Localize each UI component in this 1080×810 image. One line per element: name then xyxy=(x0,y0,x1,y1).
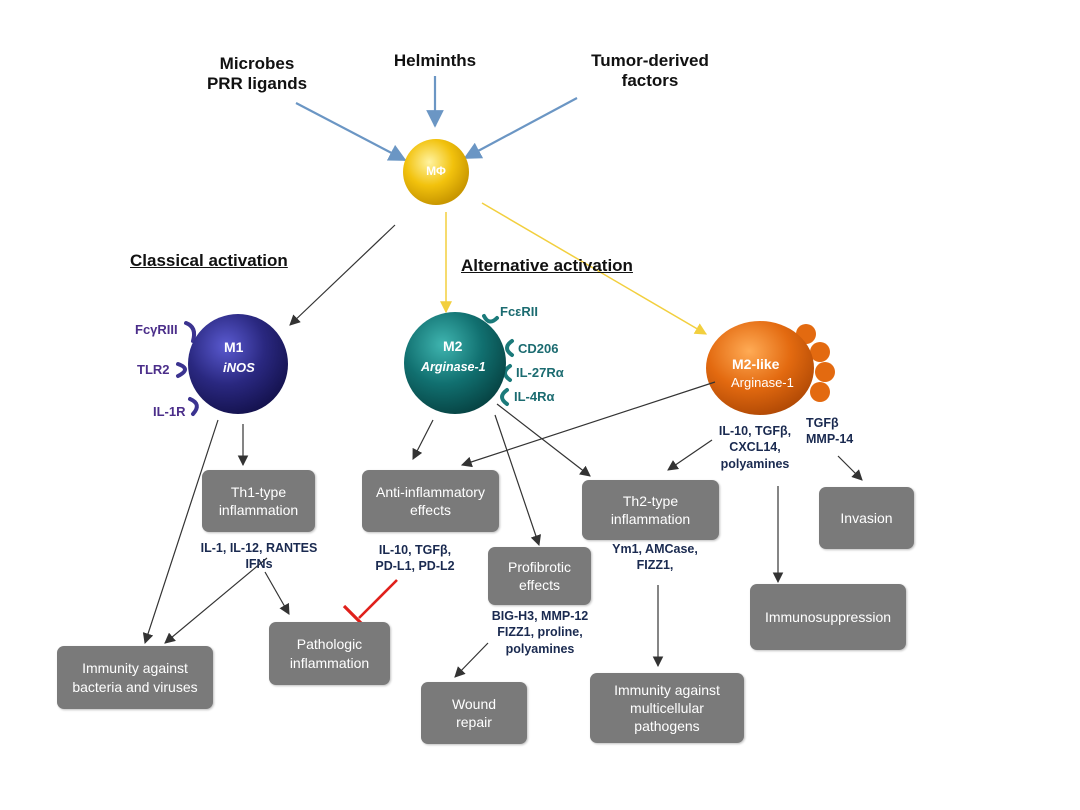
m1-marker: iNOS xyxy=(223,360,255,375)
mediators-th1: IL-1, IL-12, RANTES IFNs xyxy=(200,541,318,572)
box-profibrotic-effects: Profibrotic effects xyxy=(488,547,591,605)
alternative-activation-heading: Alternative activation xyxy=(461,256,633,275)
arrow-mphi-to-m2like xyxy=(481,202,708,335)
box-wound-repair: Wound repair xyxy=(421,682,527,744)
m1-cell xyxy=(188,314,288,414)
arrow-m2-to-th2 xyxy=(496,403,591,477)
m1-receptor-fcgriii: FcγRIII xyxy=(135,322,178,337)
inhibit-line xyxy=(358,579,398,619)
m2-receptor-cd206: CD206 xyxy=(518,341,559,356)
m1-receptor-fcgriii-shape xyxy=(184,321,197,343)
m2-name: M2 xyxy=(443,338,463,354)
m2-receptor-il4ra-shape xyxy=(500,388,509,406)
m2-receptor-fcerii: FcεRII xyxy=(500,304,538,319)
arrow-th1-to-pathologic xyxy=(264,571,290,615)
arrow-m2-to-antiinflam xyxy=(412,419,434,460)
arrow-mphi-to-m1 xyxy=(289,224,396,326)
macrophage-cell xyxy=(403,139,469,205)
m2-receptor-il4ra: IL-4Rα xyxy=(514,389,555,404)
m2-cell xyxy=(404,312,506,414)
arrow-m2like-to-th2 xyxy=(667,439,713,471)
m2-receptor-il27ra-shape xyxy=(503,364,512,382)
mediators-m2like-invasion: TGFβ MMP-14 xyxy=(806,416,854,447)
m1-name: M1 xyxy=(224,339,244,355)
m2-receptor-cd206-shape xyxy=(505,339,514,357)
box-immunity-multicellular-pathogens: Immunity against multicellular pathogens xyxy=(590,673,744,743)
box-pathologic-inflammation: Pathologic inflammation xyxy=(269,622,390,685)
box-immunity-bacteria-viruses: Immunity against bacteria and viruses xyxy=(57,646,213,709)
box-th1-inflammation: Th1-type inflammation xyxy=(202,470,315,532)
m2like-name: M2-like xyxy=(732,356,780,372)
m2-marker: Arginase-1 xyxy=(421,360,486,374)
stimulus-helminths-label: Helminths xyxy=(393,51,477,70)
classical-activation-heading: Classical activation xyxy=(130,251,288,270)
stimulus-microbes-label: Microbes PRR ligands xyxy=(206,54,308,93)
stimulus-tumor-label: Tumor-derived factors xyxy=(591,51,709,90)
arrow-m1-to-immunity-bv xyxy=(142,419,219,645)
box-invasion: Invasion xyxy=(819,487,914,549)
m1-receptor-il1r: IL-1R xyxy=(153,404,186,419)
arrow-m2like-to-invasion xyxy=(837,455,863,481)
mediators-m2like-main: IL-10, TGFβ, CXCL14, polyamines xyxy=(718,424,792,471)
box-immunosuppression: Immunosuppression xyxy=(750,584,906,650)
box-antiinflammatory-effects: Anti-inflammatory effects xyxy=(362,470,499,532)
mediators-profibrotic: BIG-H3, MMP-12 FIZZ1, proline, polyamine… xyxy=(491,609,589,656)
m2like-marker: Arginase-1 xyxy=(731,375,794,390)
macrophage-label: MΦ xyxy=(426,164,446,178)
arrow-m2like-to-antiinflam xyxy=(460,381,716,468)
arrow-m2-to-profibrotic xyxy=(494,414,541,547)
m2like-cell xyxy=(706,321,814,415)
arrow-profibrotic-to-wound xyxy=(454,642,489,678)
arrow-tumor-to-mphi xyxy=(463,97,578,159)
mediators-th2: Ym1, AMCase, FIZZ1, xyxy=(612,542,698,573)
box-th2-inflammation: Th2-type inflammation xyxy=(582,480,719,540)
m1-receptor-tlr2: TLR2 xyxy=(137,362,170,377)
arrow-microbes-to-mphi xyxy=(295,102,407,161)
m1-receptor-il1r-shape xyxy=(188,397,199,416)
m2-receptor-fcerii-shape xyxy=(482,314,499,324)
m2-receptor-il27ra: IL-27Rα xyxy=(516,365,564,380)
m2like-cell-group xyxy=(706,321,835,415)
arrow-th1-to-immunity-bv xyxy=(164,557,268,644)
mediators-antiinflam: IL-10, TGFβ, PD-L1, PD-L2 xyxy=(375,543,455,574)
m1-receptor-tlr2-shape xyxy=(176,362,187,378)
